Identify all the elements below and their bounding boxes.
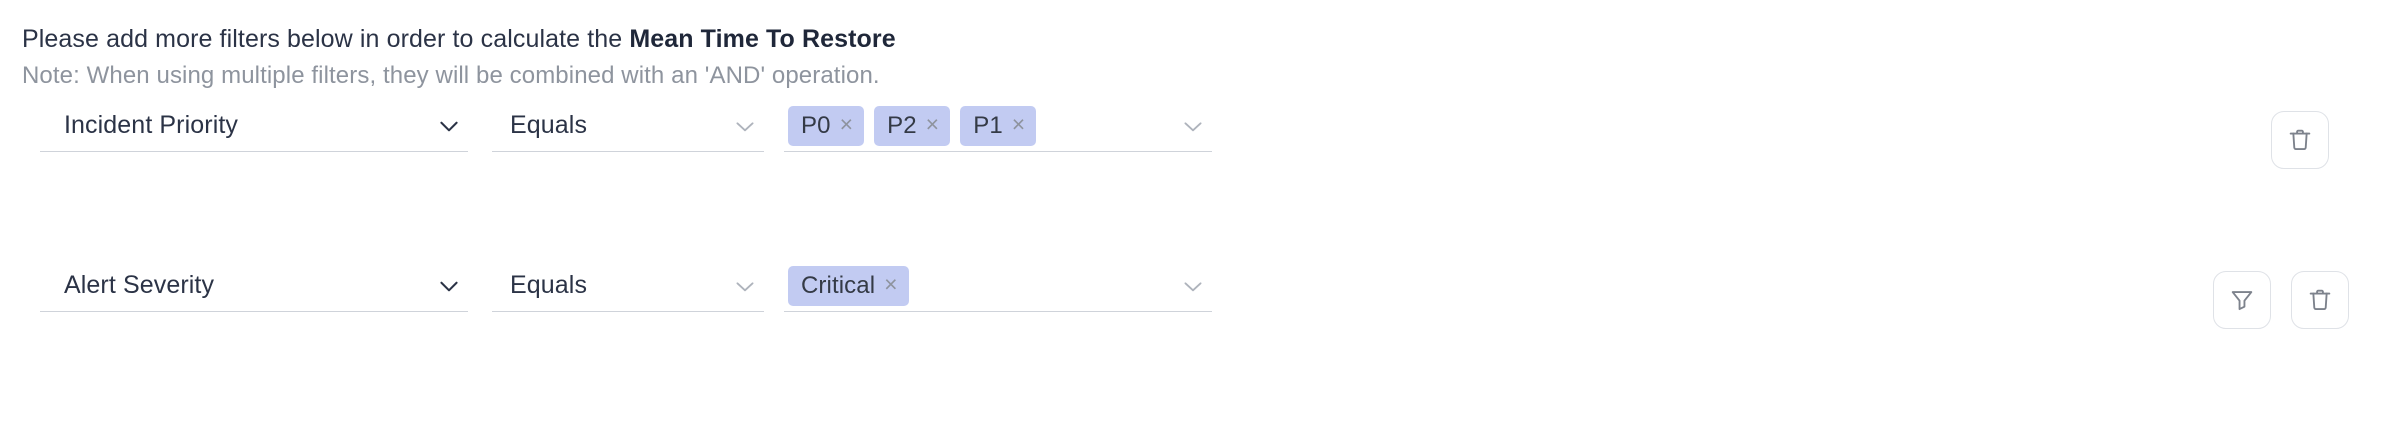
filter-value-select[interactable]: Critical × <box>784 260 1212 312</box>
chevron-down-icon <box>1180 113 1206 139</box>
delete-filter-button[interactable] <box>2291 271 2349 329</box>
page-title-metric: Mean Time To Restore <box>629 25 896 53</box>
filter-value-chips: Critical × <box>788 265 909 306</box>
filter-operator-value: Equals <box>510 111 588 139</box>
trash-icon <box>2306 286 2334 314</box>
chip-remove-icon[interactable]: × <box>925 111 940 137</box>
page-title: Please add more filters below in order t… <box>22 24 896 54</box>
filter-operator-value: Equals <box>510 271 588 299</box>
filter-value-chip[interactable]: P2 × <box>874 105 951 146</box>
chevron-down-icon <box>436 113 462 139</box>
filter-value-chip[interactable]: P0 × <box>788 105 865 146</box>
filter-rows: Incident Priority Equals <box>0 100 2408 329</box>
filter-row: Incident Priority Equals <box>0 100 2408 180</box>
chip-remove-icon[interactable]: × <box>884 271 898 297</box>
chevron-down-icon <box>1180 273 1206 299</box>
chevron-down-icon <box>732 113 758 139</box>
chevron-down-icon <box>732 273 758 299</box>
filter-field-select[interactable]: Alert Severity <box>40 260 468 312</box>
chip-remove-icon[interactable]: × <box>1011 111 1026 137</box>
chevron-down-icon <box>436 273 462 299</box>
filter-row: Alert Severity Equals Cr <box>0 260 2408 340</box>
filter-row-actions <box>2213 271 2349 329</box>
funnel-icon <box>2228 286 2256 314</box>
delete-filter-button[interactable] <box>2271 111 2329 169</box>
trash-icon <box>2286 126 2314 154</box>
page-title-prefix: Please add more filters below in order t… <box>22 25 630 53</box>
filter-field-value: Alert Severity <box>64 271 215 299</box>
chip-label: Critical <box>801 271 876 299</box>
filter-field-value: Incident Priority <box>64 111 238 139</box>
chip-label: P2 <box>887 111 917 139</box>
add-filter-button[interactable] <box>2213 271 2271 329</box>
filter-value-select[interactable]: P0 × P2 × P1 × <box>784 100 1212 152</box>
filter-value-chip[interactable]: Critical × <box>788 265 909 306</box>
filter-row-actions <box>2271 111 2329 169</box>
filter-field-select[interactable]: Incident Priority <box>40 100 468 152</box>
filter-value-chips: P0 × P2 × P1 × <box>788 105 1037 146</box>
filter-note: Note: When using multiple filters, they … <box>22 62 880 89</box>
chip-label: P0 <box>801 111 831 139</box>
filter-value-chip[interactable]: P1 × <box>960 105 1037 146</box>
chip-remove-icon[interactable]: × <box>839 111 854 137</box>
filter-operator-select[interactable]: Equals <box>492 100 764 152</box>
filter-operator-select[interactable]: Equals <box>492 260 764 312</box>
chip-label: P1 <box>973 111 1003 139</box>
